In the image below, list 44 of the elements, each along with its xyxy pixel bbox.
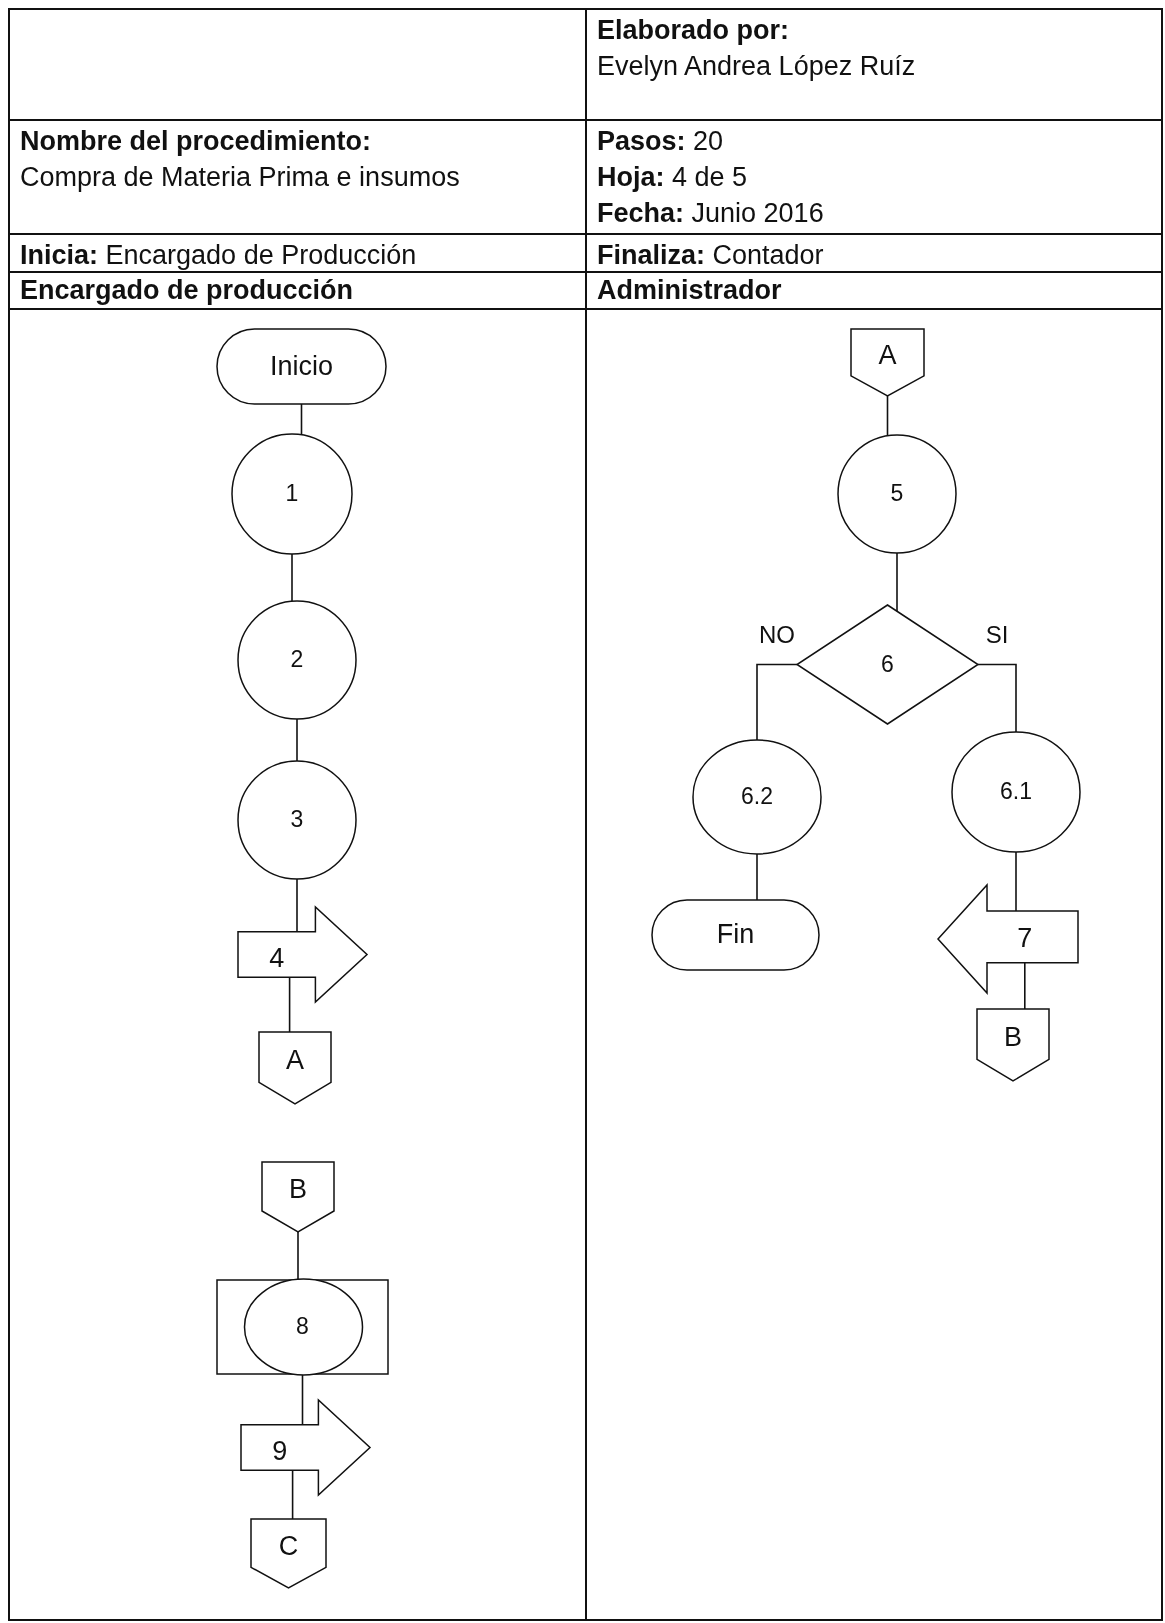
swimlane [8,271,587,1621]
step-number: 2 [290,647,304,673]
connector-line [296,878,298,933]
table-text: Nombre del procedimiento: [20,125,373,158]
terminal-label: Inicio [270,351,333,382]
step-number: 4 [269,943,285,974]
step-number: 5 [890,481,904,507]
connector-line [291,553,293,602]
table-text: Fecha: Junio 2016 [597,197,825,230]
lane-header: Encargado de producción [10,273,585,310]
connector-line [886,395,889,437]
step-number: 8 [296,1314,309,1340]
connector-letter: B [1004,1022,1022,1053]
connector-line [288,976,291,1033]
connector-letter: A [286,1045,304,1076]
step-number: 3 [290,807,304,833]
connector-line [291,1469,294,1520]
connector-line [296,718,298,762]
swimlane [585,271,1163,1621]
connector-line [301,1373,304,1426]
connector-line [896,552,898,613]
table-text: Hoja: 4 de 5 [597,161,749,194]
step-number: 1 [285,481,299,507]
connector-letter: C [278,1531,299,1562]
table-text: Compra de Materia Prima e insumos [20,161,461,194]
connector-line [297,1231,299,1281]
table-text: Pasos: 20 [597,125,725,158]
step-number: 7 [1017,924,1033,954]
step-number: 6.1 [1000,779,1032,805]
connector-letter: B [289,1175,307,1205]
lane-header: Administrador [587,273,1161,310]
terminal-label: Fin [716,920,755,950]
connector-line [300,403,303,436]
step-number: 9 [272,1436,288,1467]
table-text: Evelyn Andrea López Ruíz [597,50,917,83]
connector-line [756,853,758,901]
connector-line [756,663,798,741]
step-number: 6.2 [741,784,773,810]
connector-line [977,663,1017,733]
table-text: Elaborado por: [597,14,790,47]
table-text: Finaliza: Contador [597,239,825,272]
connector-letter: A [878,340,897,371]
table-text: Inicia: Encargado de Producción [20,239,418,272]
step-number: 6 [881,651,894,678]
